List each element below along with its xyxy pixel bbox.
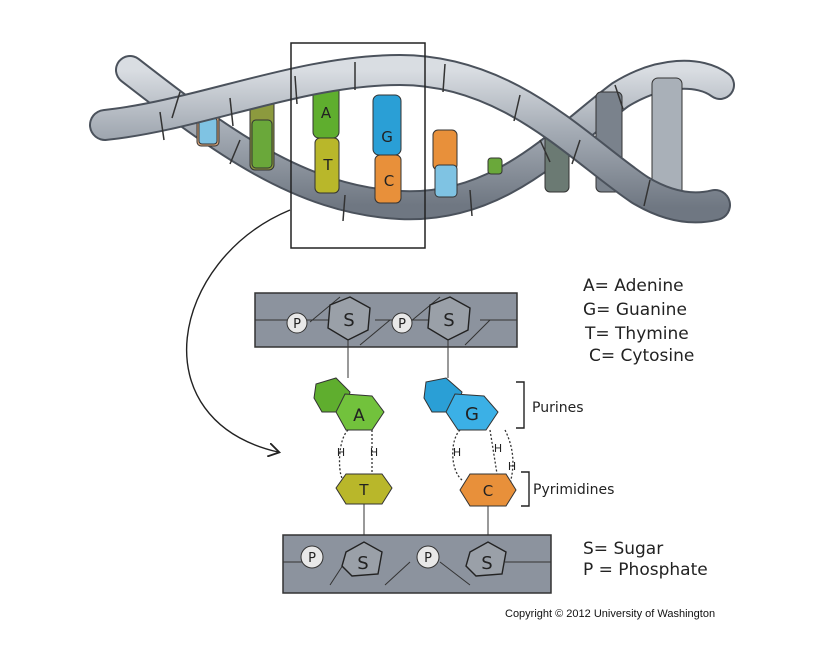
pyrimidines-bracket: [521, 471, 530, 507]
helix-letter-a: A: [321, 104, 332, 122]
helix-letter-t: T: [322, 156, 333, 174]
hbond-label: H: [494, 442, 502, 455]
pyrimidines-label: Pyrimidines: [533, 482, 614, 498]
guanine-letter: G: [465, 404, 479, 425]
sugar-label: S: [481, 553, 492, 574]
top-backbone: [254, 292, 518, 348]
double-helix: [89, 42, 735, 249]
guanine-base: [423, 377, 499, 431]
helix-letter-g: G: [381, 128, 393, 146]
phosphate-circle: [300, 545, 324, 569]
guanine-rung: [372, 94, 402, 156]
legend-guanine: G= Guanine: [583, 300, 687, 320]
legend-adenine: A= Adenine: [583, 276, 684, 296]
sugar-pentagon: [427, 296, 471, 341]
hbond-label: H: [370, 446, 378, 459]
phosphate-label: P: [424, 551, 432, 566]
phosphate-label: P: [293, 317, 301, 332]
legend-phosphate: P = Phosphate: [583, 560, 708, 580]
phosphate-label: P: [308, 551, 316, 566]
purines-bracket: [516, 381, 525, 429]
copyright-notice: Copyright © 2012 University of Washingto…: [505, 608, 716, 620]
legend-thymine: T= Thymine: [585, 324, 689, 344]
phosphate-label: P: [398, 317, 406, 332]
adenine-letter: A: [353, 406, 365, 426]
hbond-label: H: [453, 446, 461, 459]
adenine-base: [313, 377, 385, 431]
helix-letter-c: C: [384, 172, 394, 190]
sugar-pentagon: [327, 296, 371, 341]
sugar-label: S: [443, 310, 454, 331]
sugar-pentagon: [465, 541, 507, 577]
thymine-rung: [314, 137, 340, 194]
phosphate-circle: [416, 545, 440, 569]
legend-cytosine: C= Cytosine: [589, 346, 695, 366]
phosphate-circle: [391, 312, 413, 334]
thymine-base: [335, 473, 393, 505]
cytosine-letter: C: [483, 482, 493, 500]
hbond-label: H: [508, 460, 516, 473]
hbond-label: H: [337, 446, 345, 459]
thymine-letter: T: [358, 481, 369, 499]
sugar-label: S: [357, 553, 368, 574]
sugar-pentagon: [341, 541, 383, 577]
purines-label: Purines: [532, 400, 584, 416]
zoom-arrow: [186, 209, 291, 452]
cytosine-rung: [374, 154, 402, 204]
highlight-box: [290, 42, 426, 249]
sugar-label: S: [343, 310, 354, 331]
phosphate-circle: [286, 312, 308, 334]
helix-rungs: [196, 69, 683, 204]
cytosine-base: [459, 473, 517, 507]
bottom-backbone: [282, 534, 552, 594]
legend-sugar: S= Sugar: [583, 539, 664, 559]
